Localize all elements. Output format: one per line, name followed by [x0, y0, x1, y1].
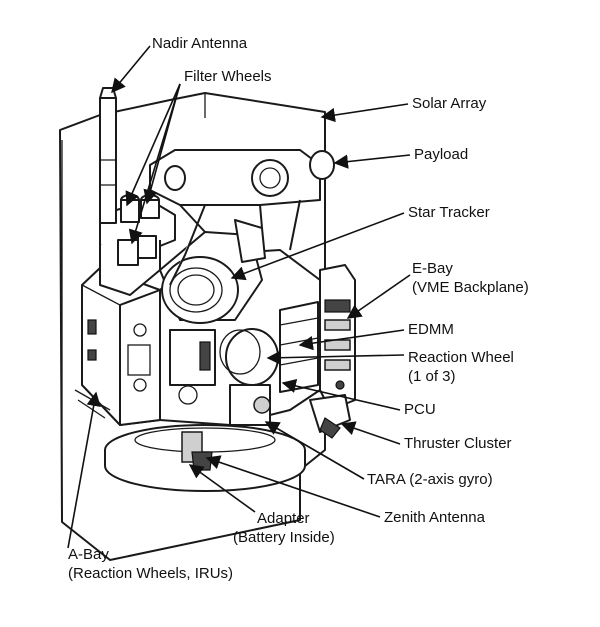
label-adapter: Adapter	[257, 510, 310, 527]
label-e-bay: E-Bay	[412, 260, 453, 277]
label-reaction-wheel: Reaction Wheel	[408, 349, 514, 366]
spacecraft-illustration	[59, 87, 356, 561]
label-nadir-antenna: Nadir Antenna	[152, 35, 248, 52]
label-e-bay-sub: (VME Backplane)	[412, 279, 529, 296]
thruster-cluster	[309, 394, 351, 439]
label-pcu: PCU	[404, 401, 436, 418]
nadir-antenna-mast	[99, 87, 117, 224]
label-payload: Payload	[414, 146, 468, 163]
label-star-tracker: Star Tracker	[408, 204, 490, 221]
label-zenith-antenna: Zenith Antenna	[384, 509, 486, 526]
label-a-bay-sub: (Reaction Wheels, IRUs)	[68, 565, 233, 582]
labels: Nadir Antenna Filter Wheels Solar Array …	[68, 35, 529, 582]
label-thruster-cluster: Thruster Cluster	[404, 435, 512, 452]
label-reaction-wheel-sub: (1 of 3)	[408, 368, 456, 385]
payload-arm	[149, 149, 335, 286]
leader-lines	[67, 45, 411, 549]
label-edmm: EDMM	[408, 321, 454, 338]
label-filter-wheels: Filter Wheels	[184, 68, 272, 85]
label-tara: TARA (2-axis gyro)	[367, 471, 493, 488]
zenith-antenna-stub	[191, 451, 213, 471]
label-a-bay: A-Bay	[68, 546, 109, 563]
label-solar-array: Solar Array	[412, 95, 487, 112]
label-adapter-sub: (Battery Inside)	[233, 529, 335, 546]
